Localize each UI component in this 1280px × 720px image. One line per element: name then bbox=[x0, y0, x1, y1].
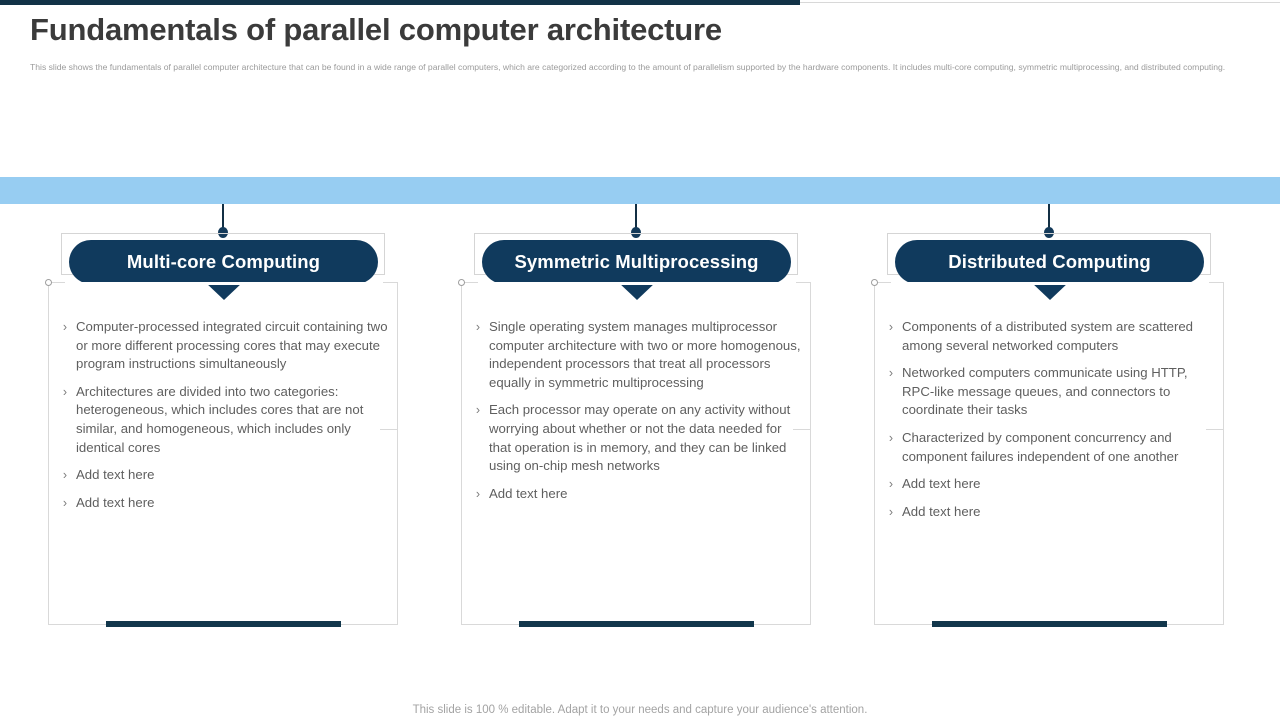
list-item-text: Add text here bbox=[902, 503, 981, 519]
card-accent-bar bbox=[519, 621, 754, 627]
list-item-text: Networked computers communicate using HT… bbox=[902, 365, 1188, 418]
chevron-right-icon: › bbox=[888, 320, 894, 334]
list-item-text: Add text here bbox=[76, 494, 155, 510]
list-item-text: Add text here bbox=[76, 467, 155, 483]
frame-tick-icon bbox=[380, 429, 398, 430]
blue-divider-band bbox=[0, 177, 1280, 204]
pill-notch-icon bbox=[204, 282, 243, 300]
frame-tick-icon bbox=[793, 429, 811, 430]
list-item-text: Computer-processed integrated circuit co… bbox=[76, 319, 388, 372]
pill-notch-icon bbox=[617, 282, 656, 300]
card-header-pill[interactable]: Distributed Computing bbox=[895, 240, 1204, 300]
list-item[interactable]: › Networked computers communicate using … bbox=[880, 364, 1220, 420]
list-item[interactable]: › Add text here bbox=[880, 503, 1220, 522]
list-item[interactable]: › Single operating system manages multip… bbox=[467, 318, 807, 392]
card-bullet-list: › Components of a distributed system are… bbox=[880, 318, 1220, 530]
chevron-right-icon: › bbox=[888, 504, 894, 519]
frame-mask bbox=[891, 282, 1209, 285]
list-item[interactable]: › Add text here bbox=[54, 466, 394, 485]
connector-dot-icon bbox=[631, 227, 641, 238]
connector-stem bbox=[1048, 204, 1050, 230]
frame-tick-icon bbox=[1206, 429, 1224, 430]
card-bullet-list: › Computer-processed integrated circuit … bbox=[54, 318, 394, 521]
connector-stem bbox=[222, 204, 224, 230]
chevron-right-icon: › bbox=[475, 320, 481, 334]
list-item-text: Architectures are divided into two categ… bbox=[76, 383, 364, 455]
list-item[interactable]: › Characterized by component concurrency… bbox=[880, 429, 1220, 466]
card-bullet-list: › Single operating system manages multip… bbox=[467, 318, 807, 512]
card-title: Symmetric Multiprocessing bbox=[514, 251, 759, 272]
chevron-right-icon: › bbox=[888, 430, 894, 445]
top-rule-dark bbox=[0, 0, 800, 5]
card-title: Distributed Computing bbox=[948, 251, 1151, 272]
list-item-text: Each processor may operate on any activi… bbox=[489, 402, 791, 474]
list-item-text: Single operating system manages multipro… bbox=[489, 319, 801, 390]
connector-stem bbox=[635, 204, 637, 230]
chevron-right-icon: › bbox=[62, 320, 68, 334]
card-header-pill[interactable]: Symmetric Multiprocessing bbox=[482, 240, 791, 300]
card-header-pill[interactable]: Multi-core Computing bbox=[69, 240, 378, 300]
list-item[interactable]: › Add text here bbox=[880, 475, 1220, 494]
corner-handle-icon[interactable] bbox=[45, 279, 52, 286]
card-accent-bar bbox=[932, 621, 1167, 627]
chevron-right-icon: › bbox=[888, 477, 894, 492]
list-item[interactable]: › Computer-processed integrated circuit … bbox=[54, 318, 394, 374]
list-item-text: Add text here bbox=[489, 485, 568, 501]
list-item[interactable]: › Architectures are divided into two cat… bbox=[54, 383, 394, 457]
connector-dot-icon bbox=[1044, 227, 1054, 238]
list-item[interactable]: › Each processor may operate on any acti… bbox=[467, 401, 807, 475]
frame-mask bbox=[478, 282, 796, 285]
chevron-right-icon: › bbox=[475, 403, 481, 418]
page-title: Fundamentals of parallel computer archit… bbox=[30, 12, 722, 47]
frame-mask bbox=[65, 282, 383, 285]
corner-handle-icon[interactable] bbox=[458, 279, 465, 286]
card-title: Multi-core Computing bbox=[126, 251, 321, 272]
list-item[interactable]: › Components of a distributed system are… bbox=[880, 318, 1220, 355]
page-subtitle: This slide shows the fundamentals of par… bbox=[30, 62, 1226, 72]
chevron-right-icon: › bbox=[62, 468, 68, 483]
list-item[interactable]: › Add text here bbox=[467, 485, 807, 504]
chevron-right-icon: › bbox=[62, 495, 68, 510]
top-rule-light bbox=[800, 2, 1280, 3]
list-item-text: Add text here bbox=[902, 476, 981, 492]
corner-handle-icon[interactable] bbox=[871, 279, 878, 286]
footer-note: This slide is 100 % editable. Adapt it t… bbox=[412, 704, 868, 716]
chevron-right-icon: › bbox=[475, 486, 481, 501]
card-accent-bar bbox=[106, 621, 341, 627]
pill-notch-icon bbox=[1030, 282, 1069, 300]
chevron-right-icon: › bbox=[888, 366, 894, 381]
list-item-text: Components of a distributed system are s… bbox=[902, 319, 1194, 353]
list-item-text: Characterized by component concurrency a… bbox=[902, 429, 1179, 464]
list-item[interactable]: › Add text here bbox=[54, 494, 394, 513]
connector-dot-icon bbox=[218, 227, 228, 238]
chevron-right-icon: › bbox=[62, 384, 68, 399]
